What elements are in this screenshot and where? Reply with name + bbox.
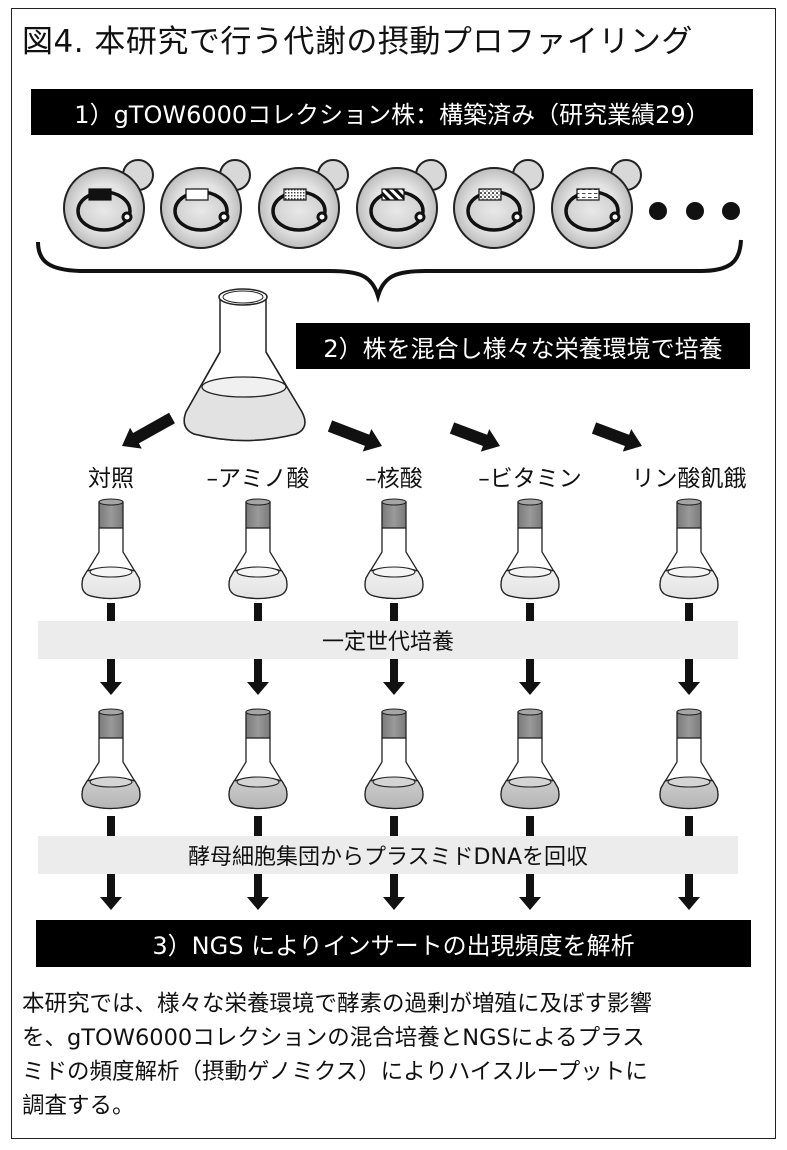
culture-flask-icon	[228, 498, 288, 600]
insert-solid-black	[88, 188, 112, 201]
ellipsis-dots	[649, 202, 740, 220]
condition-control: 対照	[88, 466, 134, 492]
origin-marker	[511, 211, 523, 223]
origin-marker	[414, 211, 426, 223]
description-line: 調査する。	[22, 1093, 135, 1119]
arrow-stem	[526, 603, 534, 621]
yeast-cell-icon	[160, 159, 251, 249]
down-arrow-icon	[247, 874, 269, 910]
insert-white	[185, 188, 209, 201]
distribution-arrows	[122, 412, 642, 452]
flask-cap	[676, 501, 702, 529]
condition-minus-amino-acid: –アミノ酸	[206, 466, 310, 492]
flask-cap	[381, 711, 407, 739]
yeast-cell-icon	[453, 159, 544, 249]
flask-cap	[245, 501, 271, 529]
step2-label: 2）株を混合し様々な栄養環境で培養	[323, 334, 723, 363]
arrow-stem	[390, 603, 398, 621]
down-arrow-icon	[678, 874, 700, 910]
arrow-stem	[254, 816, 262, 836]
description-line: を、gTOW6000コレクションの混合培養とNGSによるプラス	[22, 1025, 645, 1051]
flask-cap	[98, 501, 124, 529]
yeast-cell-icon	[63, 159, 154, 249]
figure-frame	[11, 8, 776, 1139]
step3-label: 3）NGS によりインサートの出現頻度を解析	[152, 932, 635, 960]
description-line: ミドの頻度解析（摂動ゲノミクス）によりハイスループットに	[22, 1059, 648, 1085]
culture-flask-icon	[81, 498, 141, 600]
down-arrows	[100, 603, 700, 910]
arrow-to-vitamin	[449, 422, 500, 452]
culture-flask-icon	[364, 498, 424, 600]
step2-banner: 2）株を混合し様々な栄養環境で培養	[296, 323, 750, 369]
down-arrow-icon	[383, 659, 405, 695]
origin-marker	[316, 211, 328, 223]
culture-flask-icon	[228, 708, 288, 810]
culture-flask-icon	[500, 498, 560, 600]
culture-flask-icon	[659, 498, 719, 600]
condition-minus-nucleic-acid: –核酸	[365, 466, 423, 492]
ellipsis-dot	[722, 202, 740, 220]
flask-cap	[676, 711, 702, 739]
insert-dashes	[576, 188, 600, 201]
ellipsis-dot	[686, 202, 704, 220]
culture-flask-icon	[364, 708, 424, 810]
arrow-stem	[254, 603, 262, 621]
condition-minus-vitamin: –ビタミン	[478, 466, 582, 492]
description: 本研究では、様々な栄養環境で酵素の過剰が増殖に及ぼす影響 を、gTOW6000コ…	[22, 987, 767, 1123]
culture-flasks	[81, 498, 719, 810]
origin-marker	[609, 211, 621, 223]
arrow-to-nucleic	[327, 420, 382, 452]
yeast-cell-icon	[551, 159, 642, 249]
down-arrow-icon	[383, 874, 405, 910]
arrow-to-control	[122, 412, 175, 449]
insert-fine-dots	[283, 188, 307, 201]
culture-flask-icon	[81, 708, 141, 810]
step3-banner: 3）NGS によりインサートの出現頻度を解析	[36, 920, 751, 967]
yeast-cell-icon	[356, 159, 447, 249]
band1-label: 一定世代培養	[321, 630, 454, 655]
arrow-stem	[390, 816, 398, 836]
culture-flask-icon	[659, 708, 719, 810]
flask-cap	[517, 501, 543, 529]
description-line: 本研究では、様々な栄養環境で酵素の過剰が増殖に及ぼす影響	[22, 991, 653, 1017]
down-arrow-icon	[519, 659, 541, 695]
step1-banner: 1）gTOW6000コレクション株：構築済み（研究業績29）	[31, 89, 753, 135]
origin-marker	[218, 211, 230, 223]
down-arrow-icon	[678, 659, 700, 695]
figure-title: 図4. 本研究で行う代謝の摂動プロファイリング	[22, 24, 693, 60]
brace	[36, 239, 743, 303]
flask-cap	[98, 711, 124, 739]
yeast-cell-icon	[258, 159, 349, 249]
origin-marker	[121, 211, 133, 223]
arrow-stem	[526, 816, 534, 836]
arrow-stem	[107, 603, 115, 621]
down-arrow-icon	[100, 874, 122, 910]
flask-cap	[245, 711, 271, 739]
step1-label: 1）gTOW6000コレクション株：構築済み（研究業績29）	[74, 100, 710, 129]
strain-cells	[63, 159, 642, 249]
plasmid-recovery-band: 酵母細胞集団からプラスミドDNAを回収	[38, 836, 738, 874]
flask-cap	[381, 501, 407, 529]
arrow-to-phosphate	[591, 422, 642, 452]
band2-label: 酵母細胞集団からプラスミドDNAを回収	[187, 845, 588, 870]
mixing-flask-icon	[183, 288, 306, 442]
arrow-stem	[685, 816, 693, 836]
arrow-stem	[685, 603, 693, 621]
down-arrow-icon	[247, 659, 269, 695]
generation-culture-band: 一定世代培養	[38, 621, 738, 659]
condition-phosphate-starvation: リン酸飢餓	[631, 466, 747, 492]
ellipsis-dot	[649, 202, 667, 220]
down-arrow-icon	[100, 659, 122, 695]
flask-cap	[517, 711, 543, 739]
arrow-stem	[107, 816, 115, 836]
insert-coarse-dots	[478, 188, 502, 201]
culture-flask-icon	[500, 708, 560, 810]
insert-diagonal-stripes	[381, 188, 405, 201]
down-arrow-icon	[519, 874, 541, 910]
